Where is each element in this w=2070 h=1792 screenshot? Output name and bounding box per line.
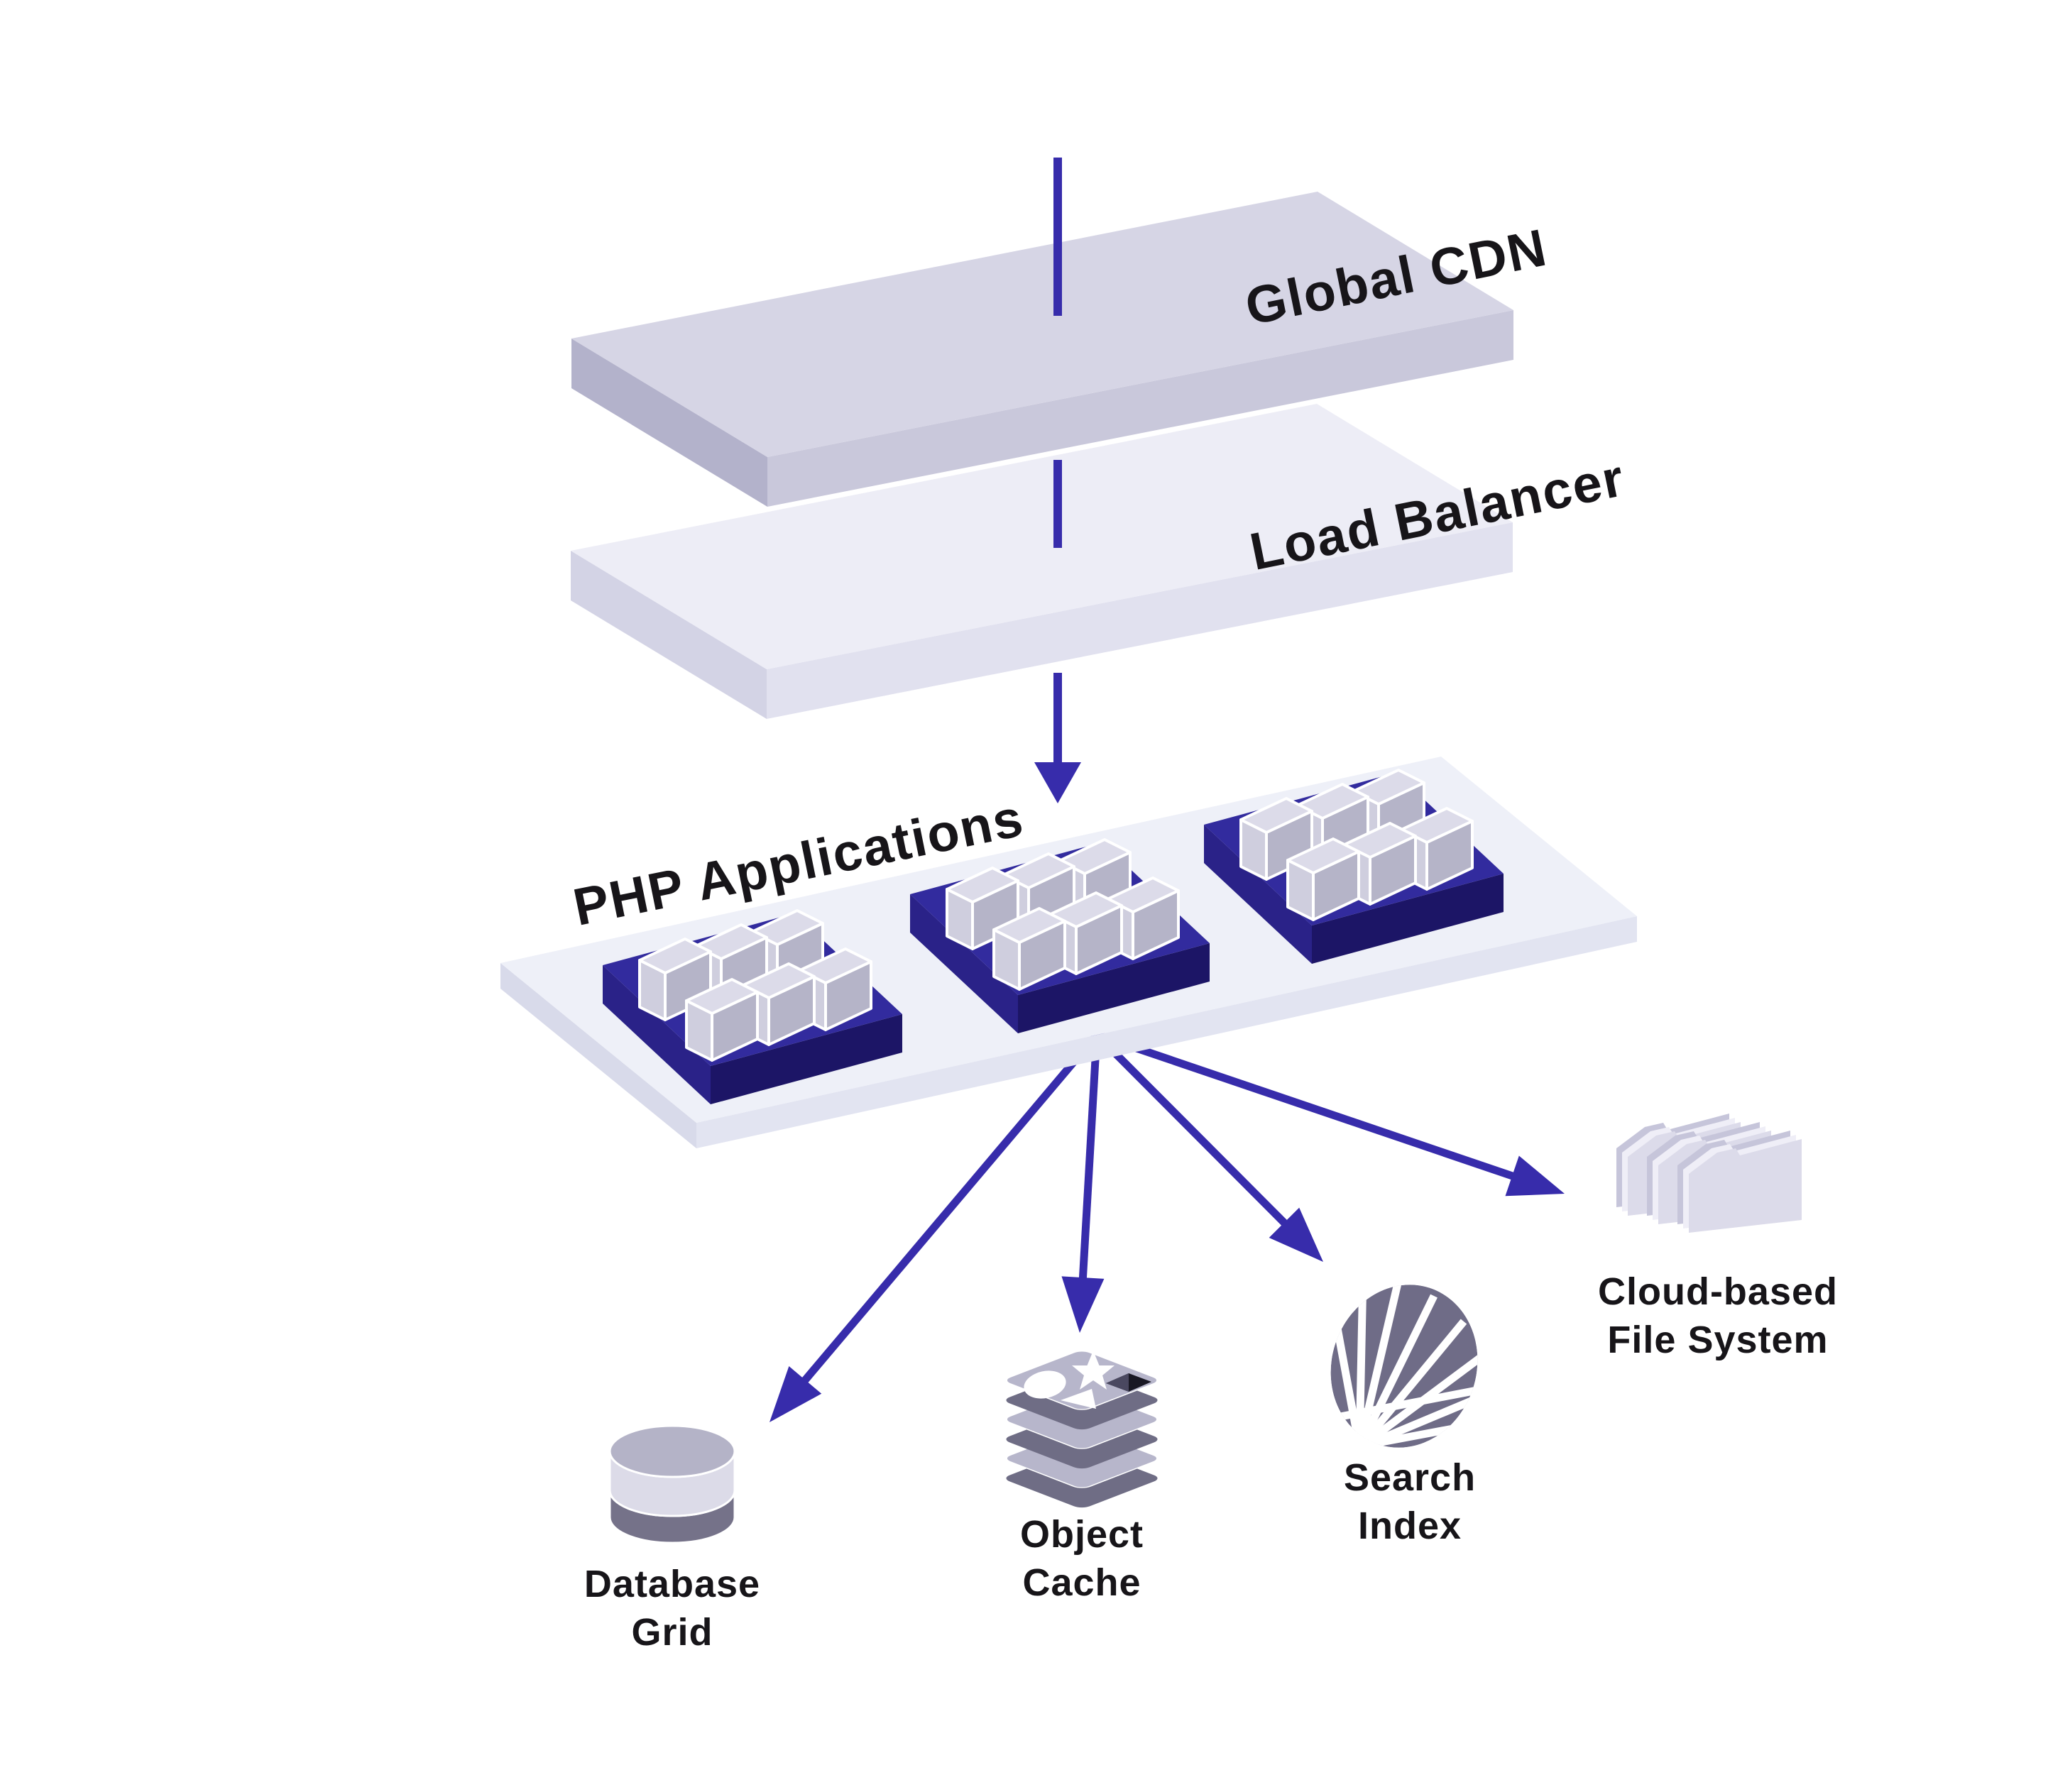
folders-icon — [1616, 1114, 1802, 1233]
search-index-label-line2: Index — [1358, 1505, 1462, 1547]
php-cluster — [910, 838, 1210, 1033]
database-grid-label-line1: Database — [584, 1563, 760, 1605]
shell-ray-gaps — [1310, 1274, 1499, 1459]
global-cdn-slab — [571, 192, 1513, 507]
object-cache-label-line1: Object — [1020, 1513, 1144, 1556]
folder — [1677, 1131, 1802, 1233]
php-server-clusters — [603, 769, 1504, 1104]
object-cache-label-line2: Cache — [1022, 1561, 1141, 1604]
cache-shapes — [1024, 1351, 1151, 1409]
cloud-file-system-label-line1: Cloud-based — [1598, 1270, 1838, 1313]
server-cube — [992, 907, 1066, 991]
distribution-arrows — [770, 1030, 1565, 1422]
request-flow-lines — [1034, 158, 1081, 803]
search-shell-icon — [1310, 1274, 1499, 1459]
server-cube — [685, 978, 759, 1062]
load-balancer-slab — [571, 404, 1513, 719]
cloud-file-system-label-line2: File System — [1607, 1319, 1828, 1361]
cache-stack-icon — [1004, 1351, 1159, 1508]
server-cube — [1286, 837, 1360, 921]
php-cluster — [1204, 769, 1504, 964]
database-cylinder-icon — [608, 1424, 736, 1544]
search-index-label-line1: Search — [1344, 1456, 1476, 1499]
database-grid-label-line2: Grid — [631, 1611, 713, 1654]
php-cluster — [603, 909, 902, 1104]
